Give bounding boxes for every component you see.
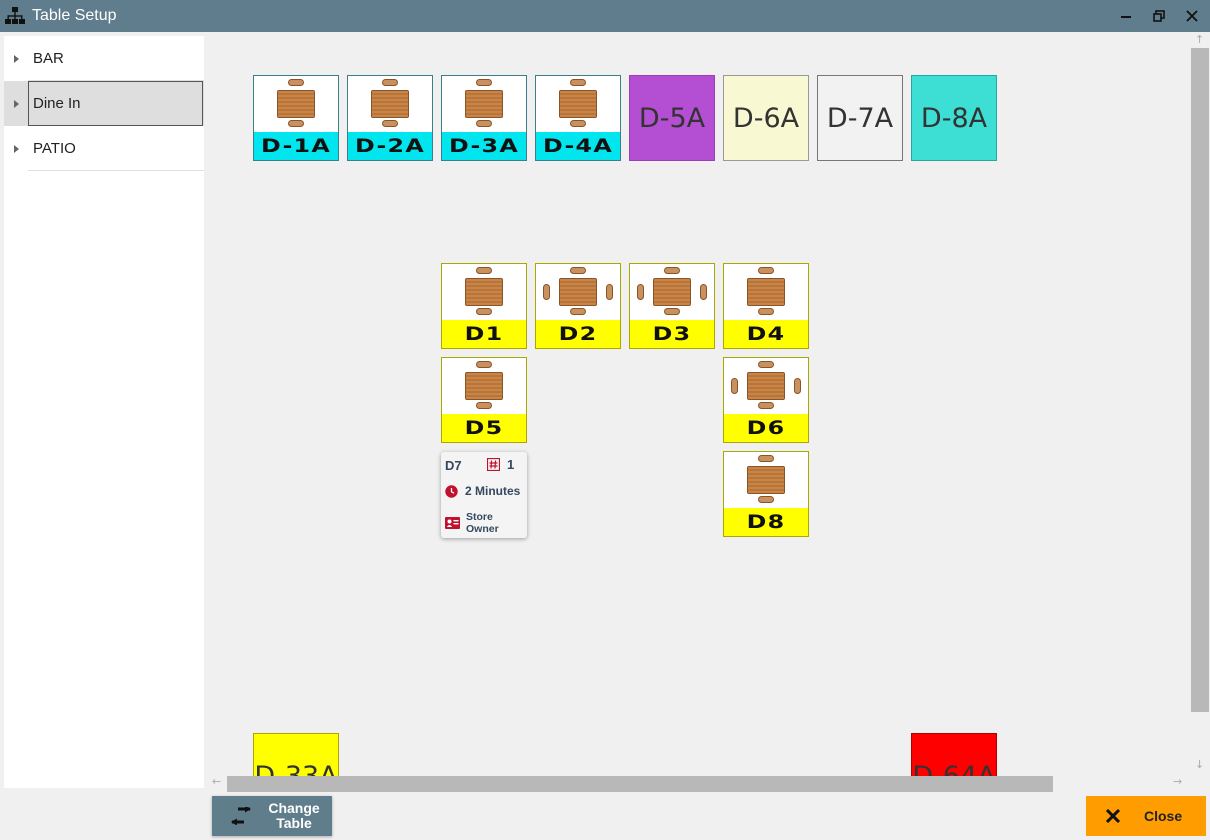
expand-arrow-icon (14, 54, 19, 63)
table-label: D1 (464, 323, 504, 345)
window-title: Table Setup (32, 7, 117, 24)
table-tile[interactable]: D8 (723, 451, 809, 537)
table-tile[interactable]: D-3A (441, 75, 527, 161)
table-image (724, 264, 808, 320)
table-label: D5 (464, 417, 504, 439)
close-icon (1186, 10, 1198, 22)
close-label: Close (1144, 808, 1183, 824)
scroll-left-icon[interactable]: ← (212, 775, 222, 788)
sidebar-item-label: Dine In (33, 95, 81, 112)
table-tile[interactable]: D2 (535, 263, 621, 349)
table-label: D-8A (920, 102, 988, 134)
table-label: D3 (652, 323, 692, 345)
minimize-icon (1121, 16, 1131, 18)
sidebar-item-bar[interactable]: BAR (4, 36, 204, 81)
table-tile[interactable]: D4 (723, 263, 809, 349)
table-block[interactable]: D-33A (253, 733, 339, 776)
table-image (536, 76, 620, 132)
table-label: D4 (746, 323, 786, 345)
table-label: D-3A (449, 135, 519, 157)
category-sidebar: BAR Dine In PATIO (4, 36, 204, 788)
guest-count: 1 (507, 457, 515, 472)
table-label: D-64A (912, 760, 996, 777)
vertical-scrollbar[interactable]: ↑ ↓ (1190, 32, 1210, 776)
table-label: D-4A (543, 135, 613, 157)
table-tile[interactable]: D1 (441, 263, 527, 349)
sidebar-item-label: BAR (33, 50, 64, 67)
change-table-label: Change Table (268, 800, 320, 831)
close-button[interactable]: Close (1086, 796, 1206, 836)
table-image (442, 358, 526, 414)
scroll-right-icon[interactable]: → (1173, 775, 1183, 788)
expand-arrow-icon (14, 144, 19, 153)
server-name: Store Owner (466, 511, 499, 535)
table-block[interactable]: D-7A (817, 75, 903, 161)
table-block[interactable]: D-6A (723, 75, 809, 161)
table-image (724, 358, 808, 414)
table-block[interactable]: D-64A (911, 733, 997, 776)
window-close-button[interactable] (1176, 0, 1208, 32)
scroll-down-icon[interactable]: ↓ (1195, 758, 1205, 771)
swap-arrows-icon (230, 807, 252, 825)
change-table-button[interactable]: Change Table (212, 796, 332, 836)
table-image (254, 76, 338, 132)
close-x-icon (1106, 809, 1120, 823)
table-label: D6 (746, 417, 786, 439)
table-tile[interactable]: D5 (441, 357, 527, 443)
vertical-scroll-thumb[interactable] (1191, 48, 1209, 712)
sidebar-item-label: PATIO (33, 140, 76, 157)
table-block[interactable]: D-8A (911, 75, 997, 161)
elapsed-time: 2 Minutes (465, 484, 521, 498)
clock-icon (445, 484, 458, 498)
horizontal-scrollbar[interactable]: ← → (206, 774, 1190, 792)
horizontal-scroll-thumb[interactable] (227, 776, 1053, 792)
table-tile[interactable]: D-1A (253, 75, 339, 161)
occupied-table-card[interactable]: D7 1 2 Minutes Store Owner (441, 452, 527, 538)
floor-plan: D-1A D-2A D-3A D-4A D-5A D-6A D-7A D-8A … (206, 32, 1190, 776)
table-label: D-6A (732, 102, 800, 134)
table-tile[interactable]: D-4A (535, 75, 621, 161)
table-tile[interactable]: D-2A (347, 75, 433, 161)
table-label: D8 (746, 511, 786, 533)
table-block[interactable]: D-5A (629, 75, 715, 161)
sidebar-item-dine-in[interactable]: Dine In (4, 81, 204, 126)
table-label: D-2A (355, 135, 425, 157)
restore-button[interactable] (1143, 0, 1175, 32)
table-image (536, 264, 620, 320)
id-card-icon (445, 517, 460, 529)
sitemap-icon (4, 5, 26, 27)
table-image (724, 452, 808, 508)
sidebar-item-patio[interactable]: PATIO (4, 126, 204, 171)
title-bar: Table Setup (0, 0, 1210, 32)
table-label: D-5A (638, 102, 706, 134)
table-label: D-7A (826, 102, 894, 134)
table-label: D7 (445, 458, 462, 473)
table-label: D2 (558, 323, 598, 345)
table-image (442, 76, 526, 132)
minimize-button[interactable] (1110, 0, 1142, 32)
table-tile[interactable]: D3 (629, 263, 715, 349)
table-image (442, 264, 526, 320)
hash-icon (487, 458, 500, 471)
table-label: D-33A (254, 760, 338, 777)
scroll-up-icon[interactable]: ↑ (1195, 33, 1205, 46)
table-image (348, 76, 432, 132)
table-image (630, 264, 714, 320)
table-tile[interactable]: D6 (723, 357, 809, 443)
expand-arrow-icon (14, 99, 19, 108)
table-label: D-1A (261, 135, 331, 157)
restore-icon (1153, 10, 1165, 22)
